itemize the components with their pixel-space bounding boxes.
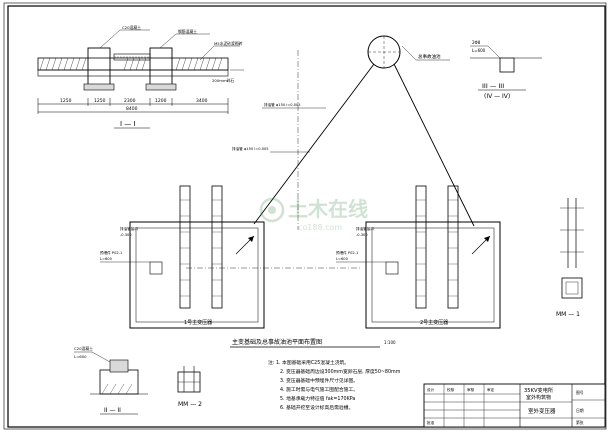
- section-2-detail: C20混凝土 L=600 II — II: [74, 346, 148, 415]
- dim-text: 8400: [126, 106, 138, 112]
- plan-title: 主变基础及总事故油池平面布置图: [232, 338, 322, 346]
- sheet-inner-border: [7, 5, 606, 428]
- general-notes: 注: 1. 本图基础采用C25混凝土浇筑。 2. 变压器基础周边设300mm宽卵…: [268, 359, 401, 411]
- note-text: L=600: [100, 257, 113, 261]
- note-text: 钢筋混凝土: [178, 29, 197, 34]
- watermark: 土木在线 co188.com: [259, 197, 368, 232]
- title-drawing-no-label: 图号: [576, 390, 584, 395]
- title-sheet-label: 第张: [576, 420, 584, 425]
- drain-pipes: 排油管 φ150 i=0.005 排油管 φ150 i=0.005: [186, 50, 475, 269]
- section-1-detail: 1250 1250 2300 1200 3400 8400 C20混凝土 钢筋混…: [37, 25, 244, 129]
- transformer-plan-right: 预埋件 P02-1 L=600 排油管接口 -0.300 2号主变压器: [336, 185, 501, 329]
- sheet-outer-border: [3, 2, 607, 430]
- note-text: C20混凝土: [122, 25, 141, 30]
- note-text: L=600: [472, 48, 486, 53]
- note-text: M5水泥砂浆砌砖: [214, 41, 243, 46]
- watermark-url: co188.com: [298, 223, 342, 232]
- title-drawing-name: 室外变压器: [528, 407, 556, 415]
- section-3-detail: 2Φ8 L=600 III — III (IV — IV): [470, 40, 542, 100]
- note-text: -0.300: [120, 233, 132, 237]
- title-block: 设计 校核 审核 审定 批准 35KV变电所 室外构筑物 室外变压器 图号 日期…: [423, 383, 606, 428]
- watermark-title: 土木在线: [288, 197, 368, 221]
- note-line: 2. 变压器基础周边设300mm宽卵石层, 厚度50~80mm: [280, 368, 401, 375]
- dim-text: 2300: [124, 98, 136, 104]
- dim-text: 3400: [196, 98, 208, 104]
- note-text: 排油管接口: [120, 226, 138, 231]
- section-3-sub: (IV — IV): [484, 93, 510, 100]
- note-line: 3. 变压器基础中预埋件尺寸见详图。: [280, 377, 358, 384]
- note-text: 预埋件 P02-1: [336, 250, 358, 255]
- mm2-detail: MM — 2: [177, 366, 202, 408]
- note-line: 6. 基础开挖至设计标高后需验槽。: [280, 404, 353, 411]
- title-project-sub: 室外构筑物: [526, 394, 551, 401]
- section-3-label: III — III: [482, 82, 504, 90]
- title-col-label: 设计: [427, 387, 435, 392]
- pipe-label-lower: 排油管 φ150 i=0.005: [232, 146, 269, 151]
- section-1-label: I — I: [120, 120, 136, 128]
- title-col-label: 校核: [447, 387, 455, 392]
- note-line: 注: 1. 本图基础采用C25混凝土浇筑。: [268, 359, 349, 366]
- title-col-label: 批准: [427, 420, 435, 425]
- dim-text: 1200: [155, 98, 167, 104]
- transformer-plan-left: 预埋件 P02-1 L=600 排油管接口 -0.300 1号主变压器: [100, 185, 265, 329]
- transformer-left-label: 1号主变压器: [184, 319, 212, 326]
- note-text: -0.300: [356, 233, 368, 237]
- title-col-label: 审核: [467, 387, 475, 392]
- note-line: 4. 施工时需与电气施工图配合施工。: [280, 386, 358, 393]
- section-2-label: II — II: [104, 407, 121, 414]
- note-text: L=600: [336, 257, 349, 261]
- note-text: 2Φ8: [472, 40, 481, 45]
- note-text: L=600: [74, 354, 87, 359]
- dim-text: 1250: [60, 98, 72, 104]
- note-text: 排油管接口: [356, 226, 374, 231]
- pipe-label-upper: 排油管 φ150 i=0.005: [264, 102, 301, 107]
- note-text: C20混凝土: [74, 346, 93, 351]
- title-date-label: 日期: [576, 408, 584, 413]
- mm2-label: MM — 2: [178, 401, 202, 408]
- plan-scale: 1:100: [384, 340, 396, 345]
- mm1-detail: MM — 1: [556, 198, 584, 318]
- note-text: 200mm碎石: [212, 78, 234, 83]
- mm1-label: MM — 1: [556, 311, 580, 318]
- note-line: 5. 地基承载力特征值 fak=170KPa: [280, 395, 355, 402]
- transformer-right-label: 2号主变压器: [420, 319, 448, 326]
- title-col-label: 审定: [487, 387, 495, 392]
- dim-text: 1250: [94, 98, 106, 104]
- title-project: 35KV变电所: [524, 386, 553, 394]
- watermark-logo-icon: [259, 197, 285, 223]
- oil-pit: 总事故油池: [367, 35, 450, 69]
- oil-pit-label: 总事故油池: [418, 53, 441, 60]
- note-text: 预埋件 P02-1: [100, 250, 122, 255]
